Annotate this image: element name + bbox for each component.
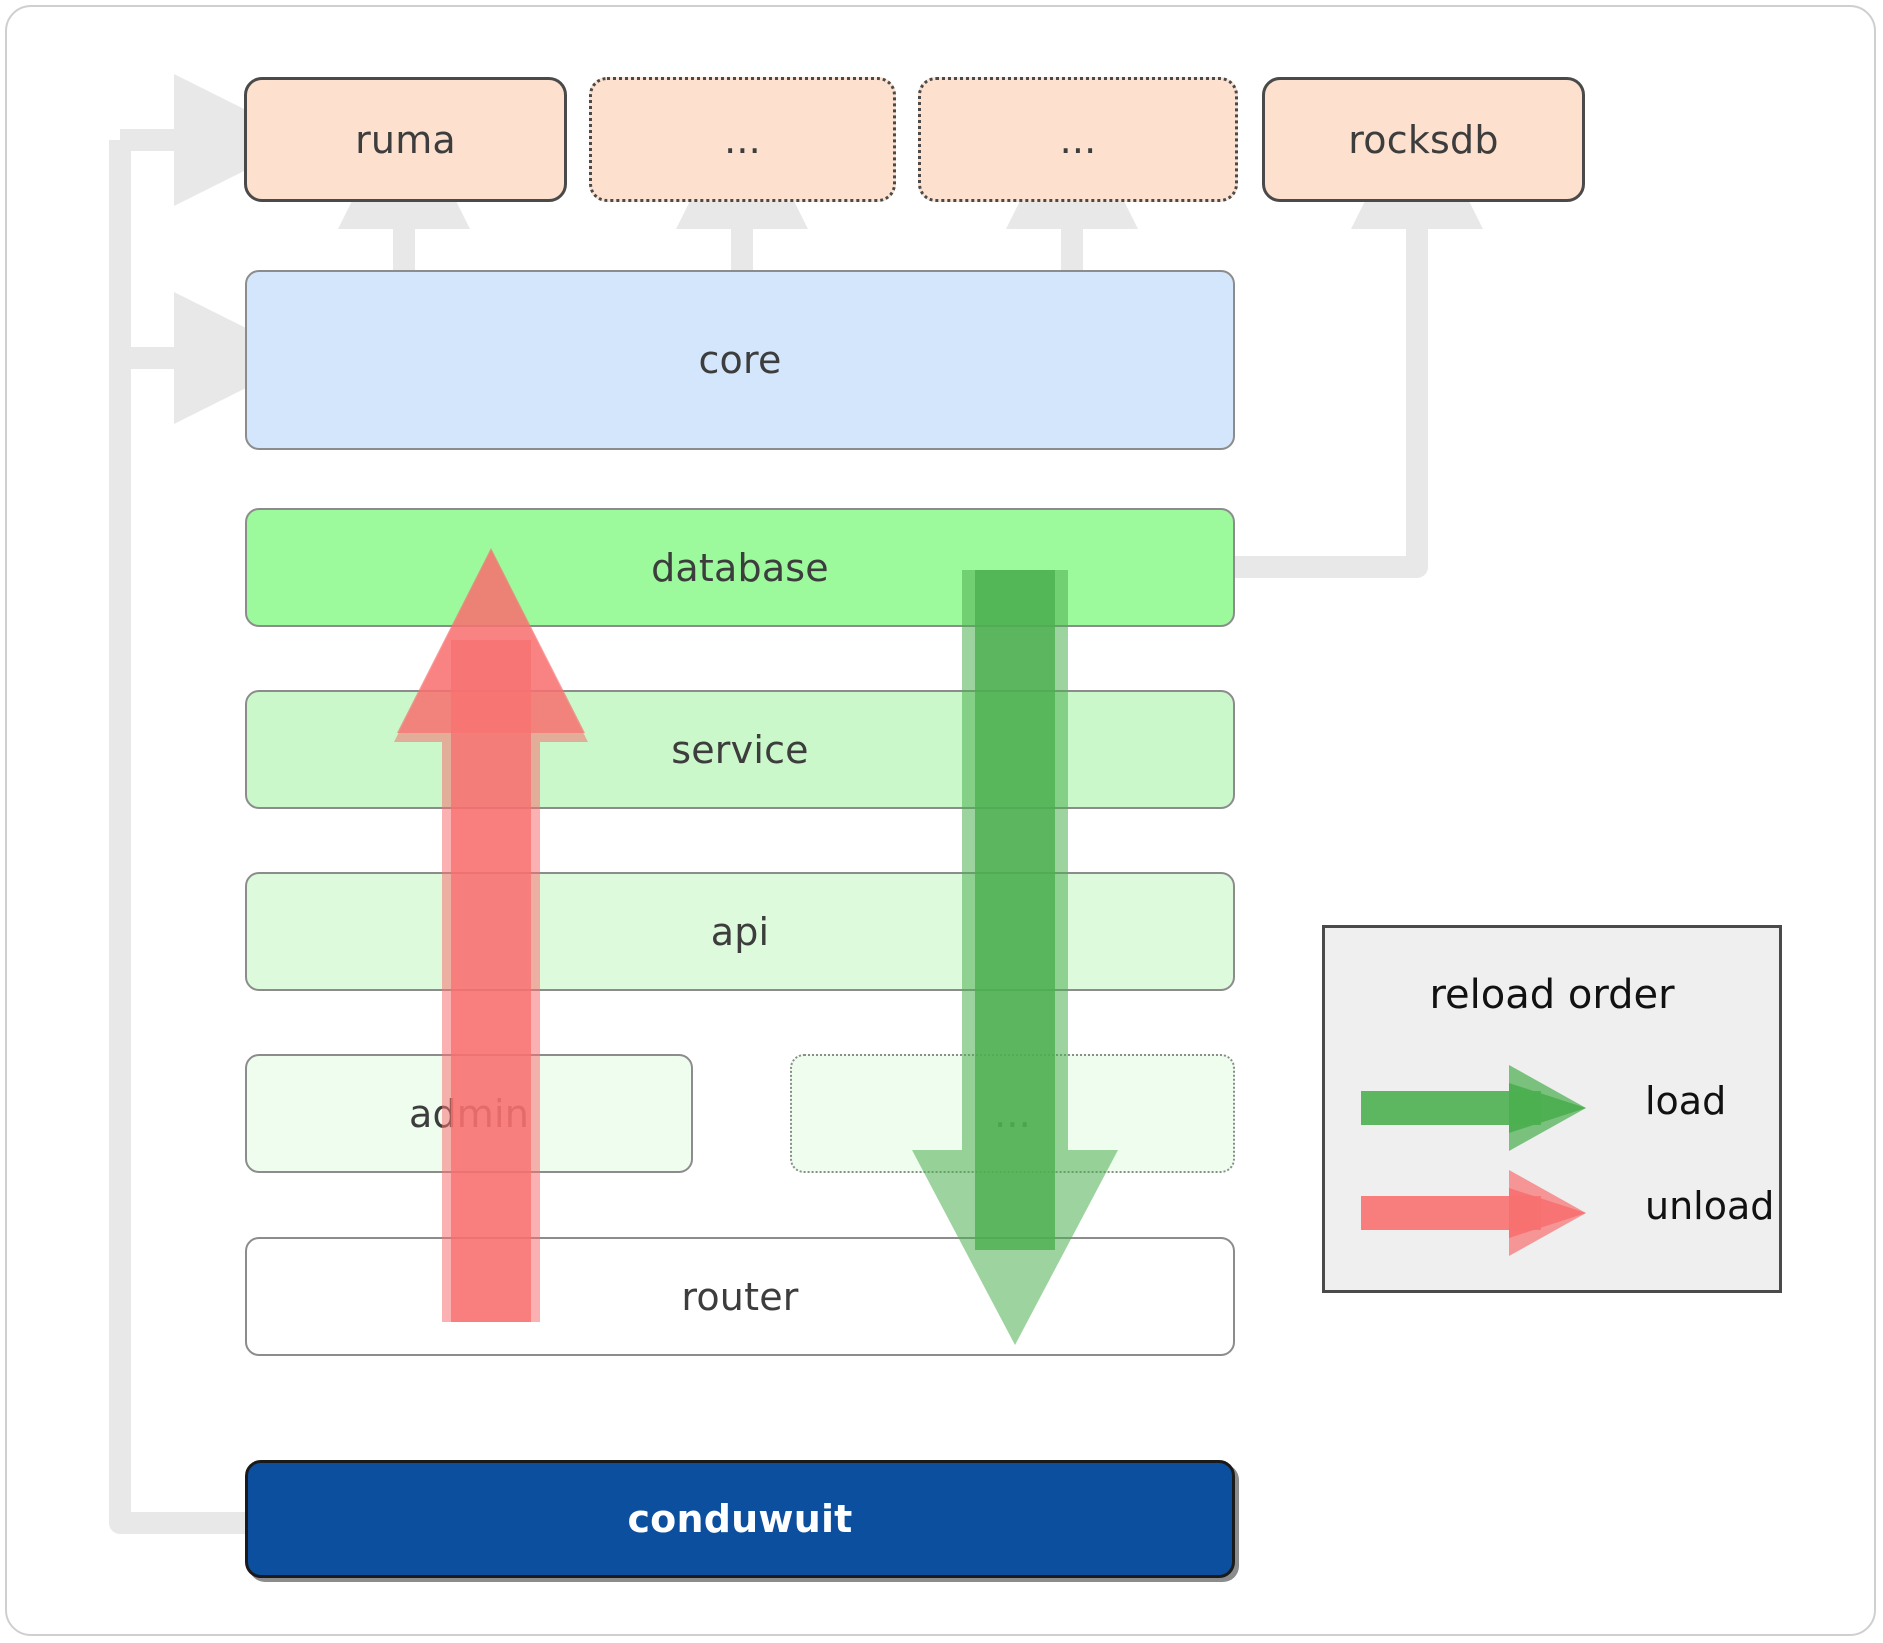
root-box-conduwuit[interactable]: conduwuit xyxy=(245,1460,1235,1578)
layer-label-service: service xyxy=(671,727,809,772)
dependency-box-rocksdb[interactable]: rocksdb xyxy=(1262,77,1585,202)
legend-label-unload: unload xyxy=(1645,1184,1775,1228)
legend-panel: reload order load unload xyxy=(1322,925,1782,1293)
layer-label-router: router xyxy=(681,1274,799,1319)
load-flow-arrow xyxy=(912,570,1118,1345)
layer-box-api[interactable]: api xyxy=(245,872,1235,991)
legend-row-load: load xyxy=(1325,1063,1779,1153)
connector-conduwuit-spine xyxy=(109,140,245,1534)
legend-row-unload: unload xyxy=(1325,1168,1779,1258)
dependency-label-etc1: ... xyxy=(724,117,761,162)
legend-title: reload order xyxy=(1429,972,1675,1018)
dependency-label-ruma: ruma xyxy=(355,117,456,162)
dependency-box-etc2[interactable]: ... xyxy=(918,77,1238,202)
unload-flow-arrow xyxy=(394,548,588,1322)
load-arrow-icon xyxy=(1361,1065,1586,1151)
root-label-conduwuit: conduwuit xyxy=(627,1497,853,1541)
layer-box-router[interactable]: router xyxy=(245,1237,1235,1356)
layer-label-api: api xyxy=(710,909,770,954)
layer-label-database: database xyxy=(651,545,829,590)
legend-label-load: load xyxy=(1645,1079,1727,1123)
dependency-box-ruma[interactable]: ruma xyxy=(244,77,567,202)
dependency-label-etc2: ... xyxy=(1059,117,1097,162)
dependency-box-etc1[interactable]: ... xyxy=(589,77,896,202)
dependency-label-rocksdb: rocksdb xyxy=(1348,117,1499,162)
connector-database-rocksdb xyxy=(1235,97,1483,578)
layer-box-database[interactable]: database xyxy=(245,508,1235,627)
layer-box-core[interactable]: core xyxy=(245,270,1235,450)
layer-label-core: core xyxy=(698,338,782,382)
unload-arrow-icon xyxy=(1361,1170,1586,1256)
